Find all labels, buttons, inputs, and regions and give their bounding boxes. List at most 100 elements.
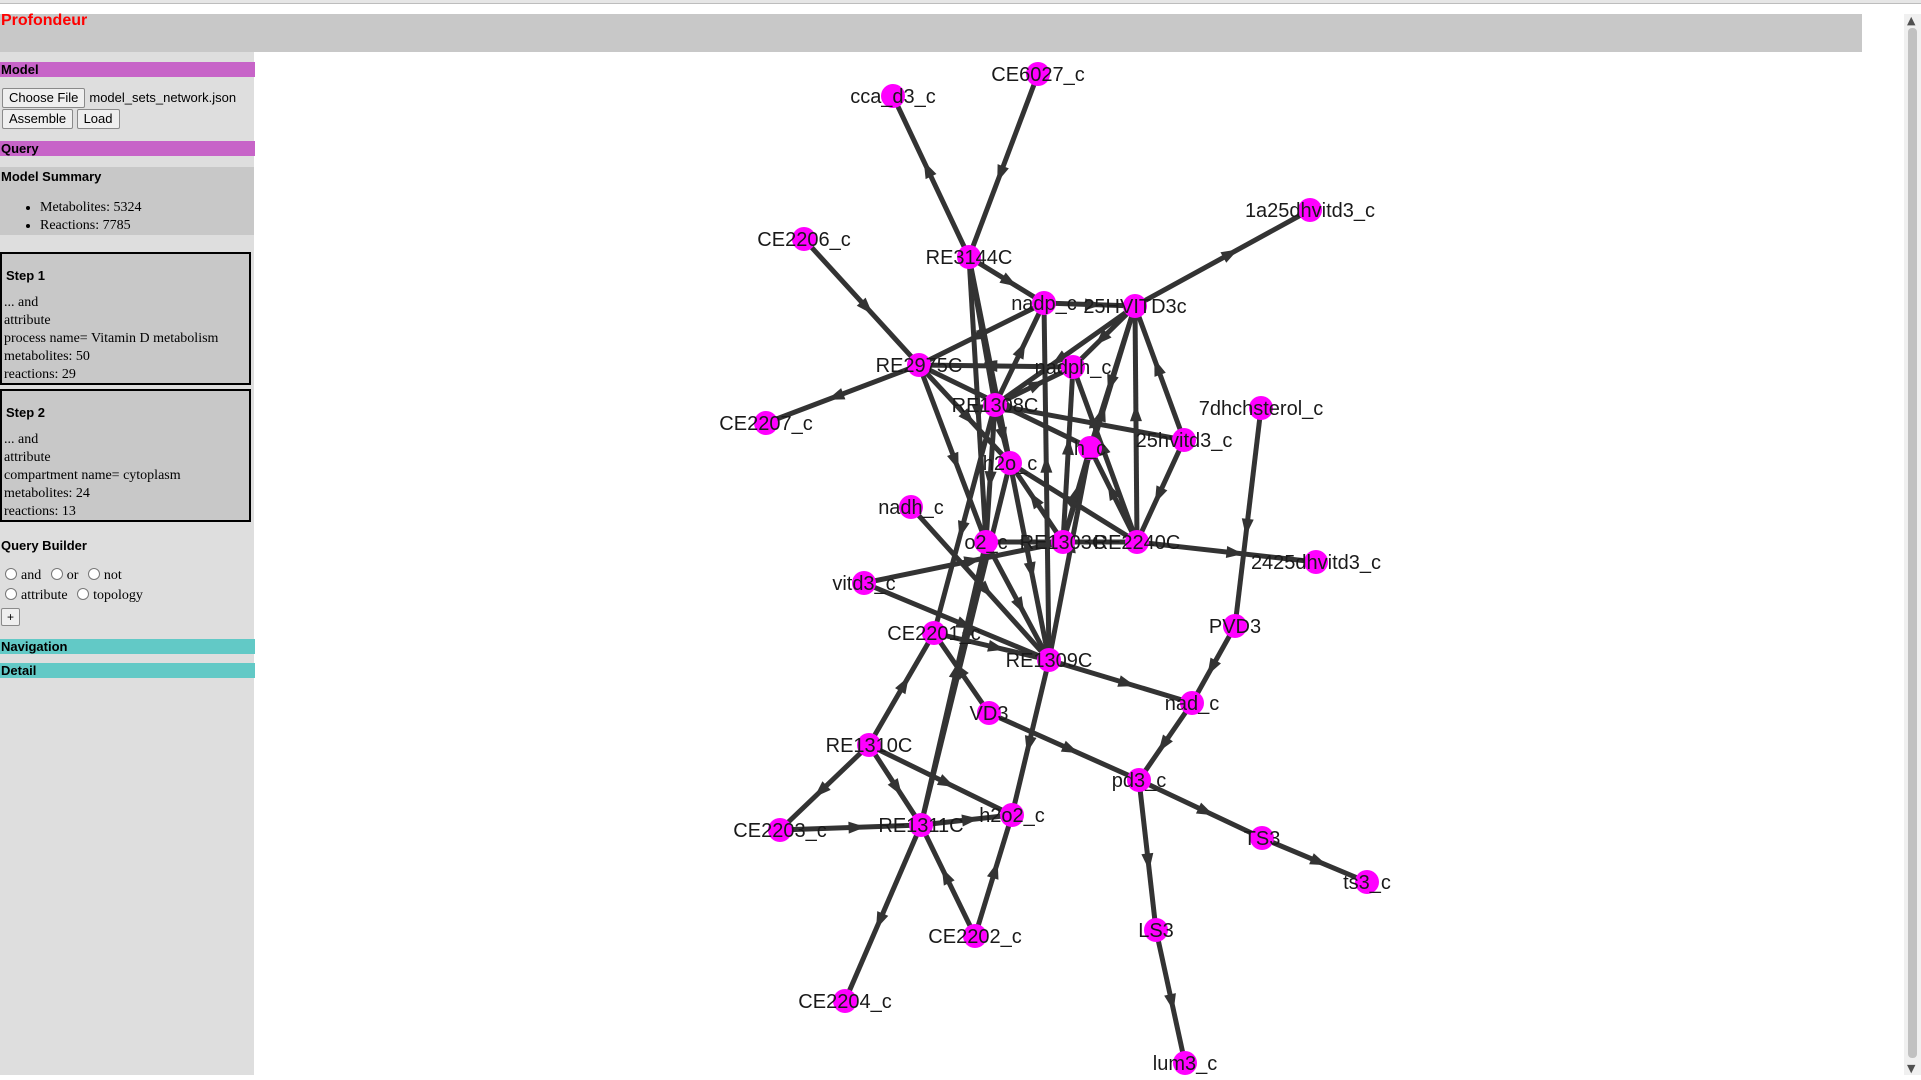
graph-edge[interactable]	[863, 580, 1050, 663]
load-button[interactable]: Load	[76, 109, 120, 129]
scroll-thumb[interactable]	[1908, 28, 1917, 1058]
graph-edge[interactable]	[1041, 302, 1052, 661]
edge-arrow-icon	[1154, 485, 1168, 504]
graph-node[interactable]	[833, 989, 857, 1013]
graph-node-label: TS3	[1244, 828, 1281, 850]
network-graph[interactable]: CE6027_ccca_d3_c1a25dhvitd3_cCE2206_cRE3…	[254, 52, 1862, 1075]
graph-node[interactable]	[1172, 428, 1196, 452]
attribute-radio[interactable]	[5, 588, 17, 600]
graph-edge[interactable]	[1232, 407, 1264, 627]
graph-node[interactable]	[1123, 294, 1147, 318]
model-summary: Model Summary Metabolites: 5324 Reaction…	[0, 167, 254, 235]
graph-edge[interactable]	[931, 404, 998, 634]
graph-node[interactable]	[1078, 436, 1102, 460]
graph-edge[interactable]	[842, 824, 924, 1002]
assemble-button[interactable]: Assemble	[2, 109, 74, 129]
graph-node-label: RE1303C	[1020, 532, 1107, 554]
step-line: compartment name= cytoplasm	[4, 468, 181, 483]
and-radio[interactable]	[5, 568, 17, 580]
graph-node-label: nadph_c	[1035, 357, 1112, 379]
graph-node[interactable]	[1125, 530, 1149, 554]
step-line: attribute	[4, 313, 51, 328]
edge-arrow-icon	[1220, 249, 1239, 263]
or-radio[interactable]	[50, 568, 63, 580]
graph-node[interactable]	[1180, 691, 1204, 715]
graph-node[interactable]	[1144, 918, 1168, 942]
choose-file-button[interactable]: Choose File	[2, 88, 86, 108]
edge-arrow-icon	[923, 161, 937, 180]
section-navigation-header[interactable]: Navigation	[0, 639, 255, 654]
graph-edge[interactable]	[1007, 462, 1052, 661]
graph-node[interactable]	[1298, 198, 1322, 222]
graph-node[interactable]	[852, 571, 876, 595]
graph-node-label: h2o2_c	[979, 805, 1045, 827]
graph-node[interactable]	[792, 227, 816, 251]
graph-node[interactable]	[1026, 62, 1050, 86]
graph-node[interactable]	[1173, 1051, 1197, 1075]
graph-node[interactable]	[1355, 870, 1379, 894]
edge-arrow-icon	[999, 272, 1018, 287]
graph-node[interactable]	[1000, 803, 1024, 827]
graph-node[interactable]	[1249, 396, 1273, 420]
graph-node[interactable]	[1223, 614, 1247, 638]
section-detail-header[interactable]: Detail	[0, 663, 255, 678]
step-line: metabolites: 50	[4, 349, 90, 364]
vertical-scrollbar[interactable]: ▲ ▼	[1904, 14, 1921, 1075]
or-label: or	[66, 568, 79, 583]
graph-edge[interactable]	[916, 364, 989, 543]
step-line: reactions: 29	[4, 367, 76, 382]
graph-node[interactable]	[977, 701, 1001, 725]
graph-node[interactable]	[998, 451, 1022, 475]
graph-node[interactable]	[768, 818, 792, 842]
graph-node[interactable]	[983, 393, 1007, 417]
section-model-header[interactable]: Model	[0, 62, 255, 77]
edge-arrow-icon	[968, 327, 986, 341]
step-line: ... and	[4, 432, 39, 447]
edge-arrow-icon	[976, 580, 993, 598]
reactions-count: Reactions: 7785	[40, 217, 142, 235]
graph-node[interactable]	[907, 353, 931, 377]
graph-edge[interactable]	[994, 402, 1185, 443]
graph-node[interactable]	[922, 621, 946, 645]
query-step-2[interactable]: Step 2 ... and attribute compartment nam…	[0, 389, 251, 522]
edge-arrow-icon	[827, 388, 846, 400]
graph-node[interactable]	[963, 924, 987, 948]
graph-edge[interactable]	[1132, 305, 1140, 543]
graph-edge[interactable]	[1133, 207, 1312, 309]
graph-node[interactable]	[909, 813, 933, 837]
graph-node[interactable]	[1051, 530, 1075, 554]
scroll-down-icon[interactable]: ▼	[1907, 1062, 1916, 1075]
graph-edge[interactable]	[1070, 366, 1140, 543]
graph-node[interactable]	[899, 495, 923, 519]
not-radio[interactable]	[87, 568, 100, 580]
graph-node[interactable]	[1037, 648, 1061, 672]
add-step-button[interactable]: +	[1, 608, 21, 626]
graph-node[interactable]	[1250, 826, 1274, 850]
section-query-header[interactable]: Query	[0, 141, 255, 156]
graph-node[interactable]	[754, 411, 778, 435]
topology-radio[interactable]	[77, 588, 90, 600]
graph-edge[interactable]	[918, 462, 1013, 826]
graph-node[interactable]	[957, 245, 981, 269]
graph-node[interactable]	[1061, 355, 1085, 379]
graph-node[interactable]	[974, 530, 998, 554]
graph-node-label: RE1308C	[952, 395, 1039, 417]
graph-edge[interactable]	[1136, 539, 1317, 565]
graph-node[interactable]	[881, 84, 905, 108]
graph-edge[interactable]	[966, 256, 989, 543]
query-step-1[interactable]: Step 1 ... and attribute process name= V…	[0, 252, 251, 385]
edge-arrow-icon	[980, 360, 998, 373]
edge-arrow-icon	[848, 821, 866, 834]
graph-edge[interactable]	[1046, 447, 1093, 661]
edge-arrow-icon	[1061, 437, 1074, 456]
graph-node[interactable]	[857, 733, 881, 757]
scroll-up-icon[interactable]: ▲	[1907, 14, 1916, 27]
graph-node[interactable]	[1304, 550, 1328, 574]
edge-arrow-icon	[941, 867, 955, 886]
graph-edge[interactable]	[966, 73, 1041, 258]
graph-node[interactable]	[1032, 291, 1056, 315]
graph-node[interactable]	[1127, 768, 1151, 792]
edge-arrow-icon	[814, 781, 831, 798]
